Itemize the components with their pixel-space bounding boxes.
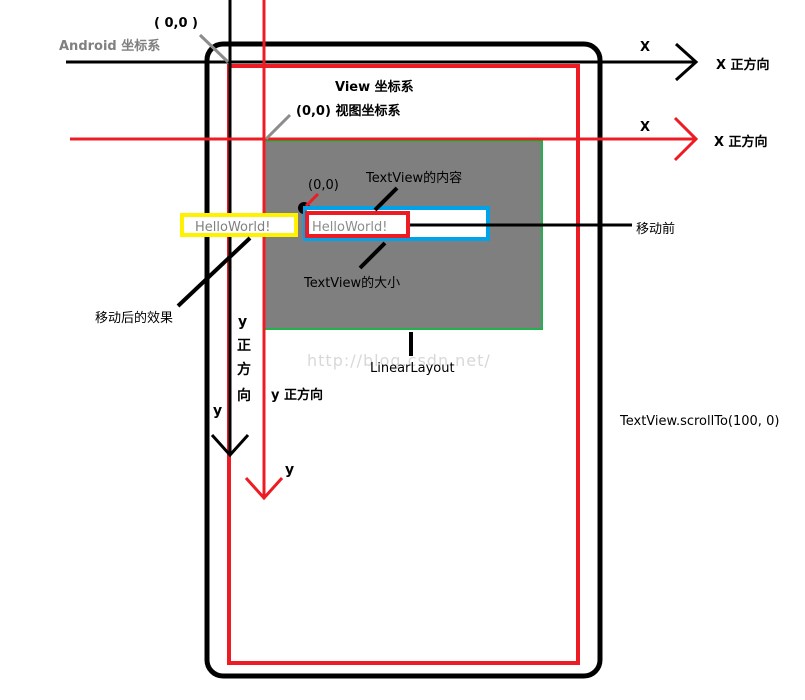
content-pointer [373,186,399,212]
after-move-pointer [176,236,252,308]
scroll-call-label: TextView.scrollTo(100, 0) [619,414,779,429]
android-y-positive-char-3: 向 [237,387,251,404]
android-y-positive-char-1: 正 [237,338,251,354]
textview-content-box [305,211,410,238]
android-y-label: y [213,403,222,419]
moved-text: HelloWorld! [195,220,270,235]
view-system-label: View 坐标系 [335,79,414,95]
textview-origin-label: (0,0) [308,178,339,193]
view-x-label: X [640,120,650,135]
android-x-arrowhead [674,42,699,82]
phone-frame [204,41,603,679]
android-x-positive-label: X 正方向 [716,57,770,73]
moved-text-box [180,213,298,237]
textview-origin-pointer [304,192,320,208]
android-y-positive-char-2: 方 [237,361,251,378]
android-y-positive-char-0: y [238,314,247,330]
after-move-label: 移动后的效果 [95,310,173,326]
android-system-label: Android 坐标系 [59,38,160,54]
view-y-label: y [285,462,294,478]
android-origin-label: ( 0,0 ) [154,16,198,31]
watermark-text: http://blog.csdn.net/ [307,351,491,370]
view-y-positive-label: y 正方向 [271,387,323,403]
view-origin-pointer [264,113,292,141]
view-y-arrowhead [244,476,284,501]
android-x-label: X [640,40,650,55]
view-x-positive-label: X 正方向 [714,134,768,150]
size-pointer [358,241,387,270]
content-text: HelloWorld! [312,220,387,235]
android-y-arrowhead [210,433,250,458]
before-move-label: 移动前 [636,221,675,237]
linear-layout-label: LinearLayout [370,361,455,376]
view-origin-label: (0,0) 视图坐标系 [296,103,400,119]
textview-size-label: TextView的大小 [303,275,400,291]
view-x-arrowhead [673,116,699,162]
android-origin-pointer [198,33,230,64]
textview-content-label: TextView的内容 [365,170,462,186]
